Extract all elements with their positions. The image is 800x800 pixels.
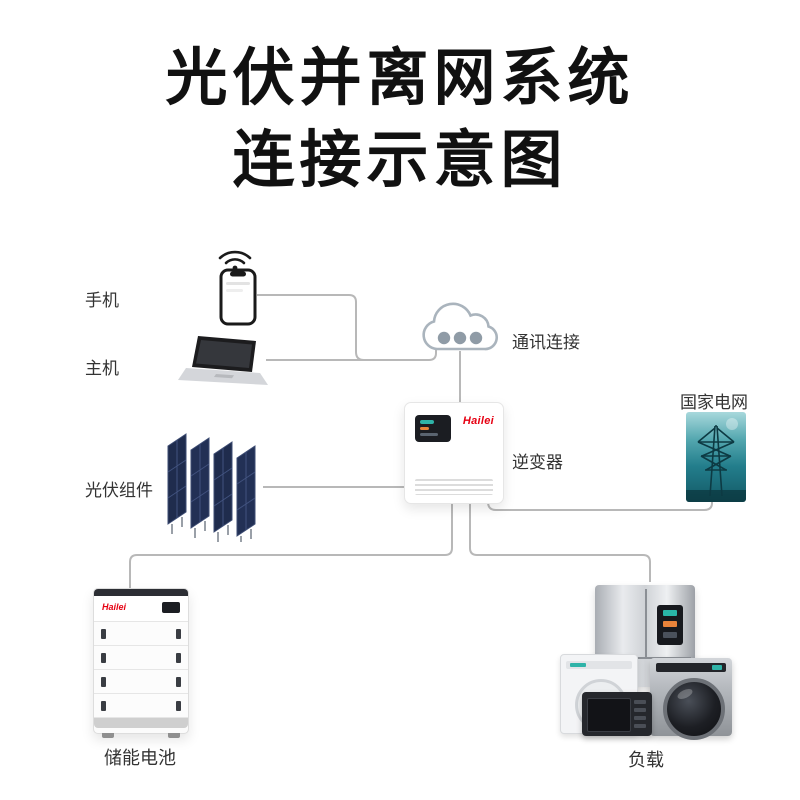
battery-base [94,718,188,728]
battery-top-cap [94,589,188,596]
title-line-1: 光伏并离网系统 [165,44,635,113]
solar-panels [160,424,272,546]
washing-machine-icon [650,658,732,740]
inverter-brand-logo: Hailei [462,415,494,427]
pv-label: 光伏组件 [85,481,153,500]
fridge-display [657,605,683,645]
battery-module [94,694,188,718]
transmission-tower-icon [686,418,746,502]
battery-module [94,670,188,694]
inverter-device: Hailei [404,402,504,504]
wifi-icon [218,250,252,270]
smartphone-icon [219,268,257,326]
power-tower-photo [686,412,746,502]
line-inverter-grid [487,500,713,511]
battery-label: 储能电池 [104,748,176,768]
battery-feet [102,733,180,738]
battery-module [94,646,188,670]
inverter-screen [415,415,451,442]
laptop-icon [178,336,268,385]
comm-label: 通讯连接 [512,333,580,352]
battery-control-module: Hailei [94,596,188,622]
battery-brand-logo: Hailei [102,602,127,612]
phone-label: 手机 [85,291,119,310]
battery-module [94,622,188,646]
line-inverter-battery [129,502,453,588]
line-phone-junction [257,294,365,361]
grid-label: 国家电网 [680,393,748,412]
battery-cabinet: Hailei [93,588,189,738]
inverter-vents [415,479,493,495]
title-line-2: 连接示意图 [232,125,568,195]
line-inverter-load [469,502,651,582]
load-appliances [560,580,732,740]
solar-panel-array-icon [167,433,256,546]
cloud-icon [422,302,498,351]
load-label: 负载 [628,750,664,770]
microwave-icon [582,692,652,736]
battery-display [162,602,180,613]
page-title: 光伏并离网系统 连接示意图 [0,38,800,202]
host-label: 主机 [85,359,119,378]
inverter-label: 逆变器 [512,453,563,472]
line-laptop-cloud [266,349,437,361]
